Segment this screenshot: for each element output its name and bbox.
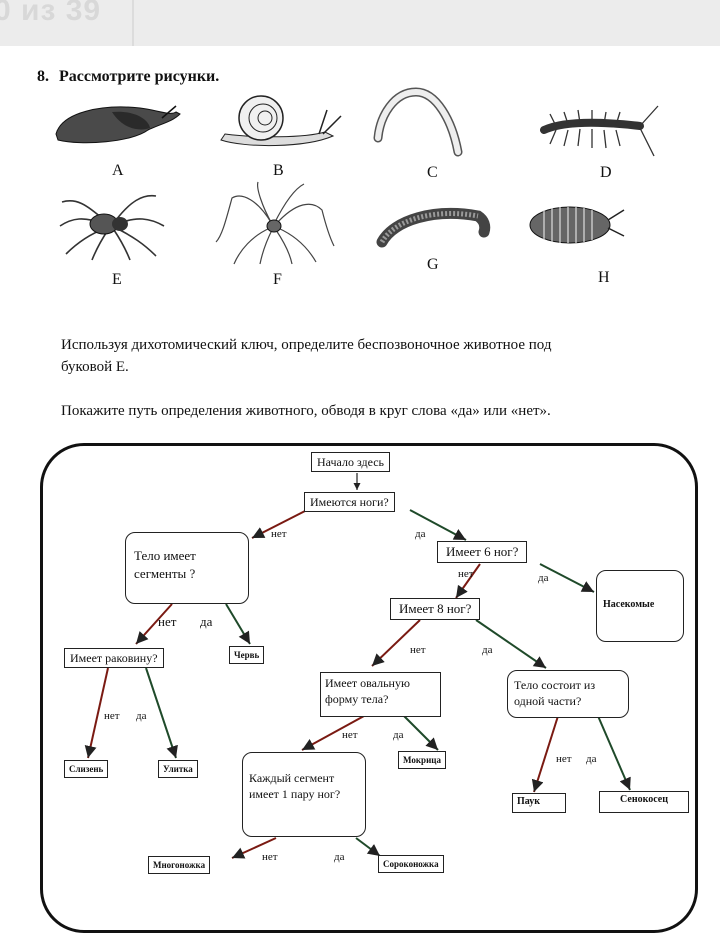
arrow-no [251,509,308,539]
arrow-no [301,715,365,751]
animal-letter: D [600,164,612,181]
key-legs-box: Имеются ноги? [304,492,395,512]
label-no: нет [458,568,474,580]
key-six-legs-box: Имеет 6 ног? [437,541,528,563]
snail-icon [220,95,342,147]
key-slug-box: Слизень [64,760,109,778]
instruction-paragraph-2: Покажите путь определения животного, обв… [61,403,551,419]
label-no: нет [158,614,177,629]
animal-letter: F [273,271,282,288]
instruction-line: Используя дихотомический ключ, определит… [61,337,552,353]
woodlouse-icon [529,206,625,244]
key-oval-line: форму тела? [325,692,389,706]
arrow-yes [225,603,251,645]
centipede-icon [540,105,659,157]
arrow-no [455,563,481,599]
spider-icon [59,194,165,261]
label-no: нет [556,753,572,765]
label-yes: да [136,710,147,722]
label-yes: да [415,528,426,540]
animal-letter: B [273,162,284,179]
key-pair-line: Каждый сегмент [249,771,335,785]
key-segments-line: Тело имеет [134,548,196,563]
key-snail-box: Улитка [158,760,198,778]
key-insects-box: Насекомые [596,570,684,642]
worm-icon [373,87,463,157]
arrow-yes [355,837,381,857]
arrow-yes [539,563,595,593]
viewer-header: 0 из 39 [0,0,720,46]
dichotomous-key-frame [40,443,698,933]
key-start-box: Начало здесь [311,452,391,472]
arrow-no [531,715,559,793]
key-woodlouse-box: Мокрица [398,751,446,769]
key-oval-box: Имеет овальную форму тела? [320,672,441,717]
header-divider [132,0,134,46]
key-one-part-line: одной части? [514,694,582,708]
animal-letter: E [112,271,122,288]
key-oval-line: Имеет овальную [325,676,410,690]
animal-letter: A [112,162,124,179]
key-pair-line: имеет 1 пару ног? [249,787,341,801]
arrow-no [371,619,421,667]
arrow-no [135,603,173,645]
key-segments-line: сегменты ? [134,566,196,581]
key-segments-box: Тело имеет сегменты ? [125,532,249,604]
harvestman-icon [215,181,335,265]
key-worm-box: Червь [229,646,265,664]
animal-letter: G [427,256,439,273]
arrow-yes [475,619,547,669]
instruction-paragraph-1: Используя дихотомический ключ, определит… [61,334,701,378]
key-harvestman-box: Сенокосец [599,791,689,813]
page-counter: 0 из 39 [0,0,102,27]
label-no: нет [410,644,426,656]
key-millipede-box: Многоножка [148,856,211,874]
animal-letter: H [598,269,610,286]
arrow-no [84,667,109,759]
key-one-part-box: Тело состоит из одной части? [507,670,629,718]
arrow-yes [597,715,631,791]
label-yes: да [482,644,493,656]
slug-icon [55,105,181,144]
key-pair-box: Каждый сегмент имеет 1 пару ног? [242,752,366,837]
label-no: нет [104,710,120,722]
arrow-no [231,837,277,859]
question-title: 8. Рассмотрите рисунки. [37,68,219,86]
key-centipede-box: Сороконожка [378,855,444,873]
label-yes: да [538,572,549,584]
key-spider-box: Паук [512,793,566,813]
key-eight-legs-box: Имеет 8 ног? [390,598,481,620]
question-number: 8. [37,68,49,85]
question-text: Рассмотрите рисунки. [59,68,220,85]
millipede-icon [376,208,491,248]
instruction-line: буковой E. [61,359,129,375]
arrow-yes [145,667,178,759]
label-yes: да [393,729,404,741]
key-one-part-line: Тело состоит из [514,678,596,692]
label-yes: да [586,753,597,765]
key-shell-box: Имеет раковину? [64,648,164,668]
label-no: нет [271,528,287,540]
label-no: нет [342,729,358,741]
animal-letter: C [427,164,438,181]
label-no: нет [262,851,278,863]
arrow-yes [409,509,467,541]
label-yes: да [334,851,345,863]
label-yes: да [200,614,213,629]
arrow-yes [403,715,439,751]
